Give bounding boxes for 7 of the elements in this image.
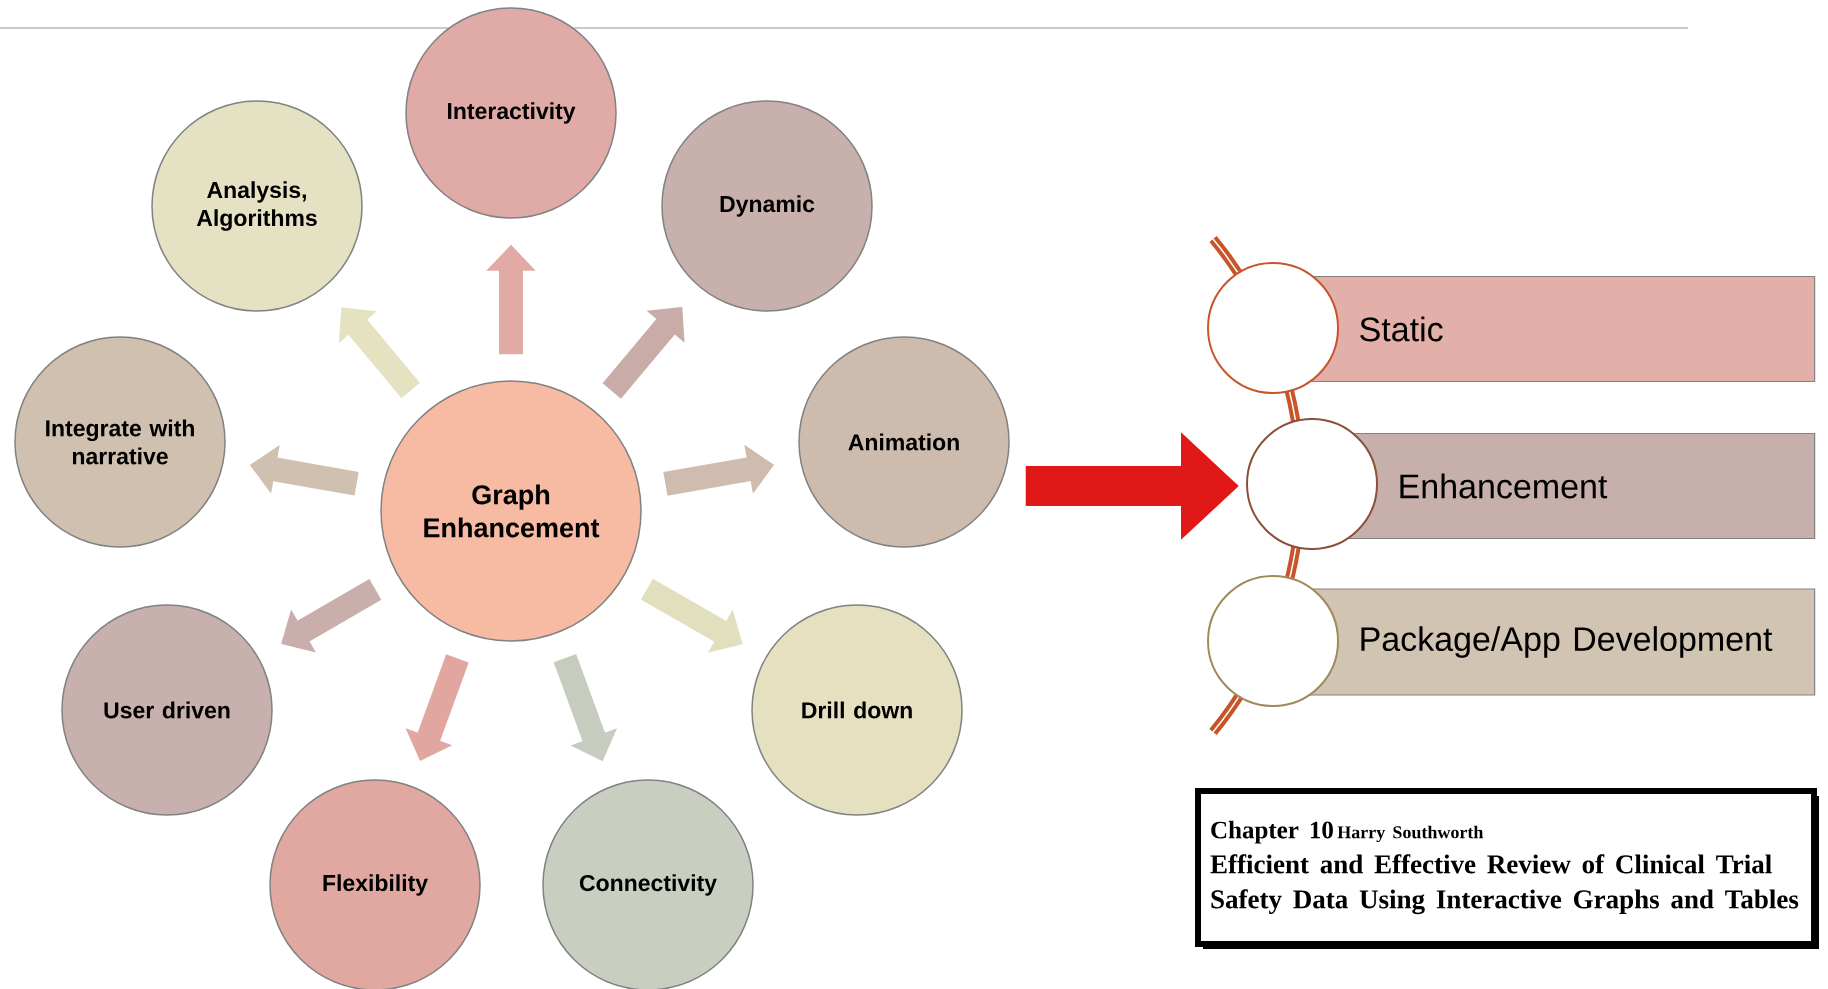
category-bar: Package/App Development: [1207, 575, 1816, 707]
block-arrow: [281, 579, 382, 653]
category-bar: Static: [1207, 262, 1816, 394]
block-arrow: [338, 307, 420, 399]
category-bar: Enhancement: [1246, 418, 1816, 550]
book-title-box: Chapter 10 Harry Southworth Efficient and Effective Review of Clinical Trial Safety Data Using Interactive Graphs and Tables: [1195, 788, 1819, 949]
block-arrow: [602, 307, 685, 399]
